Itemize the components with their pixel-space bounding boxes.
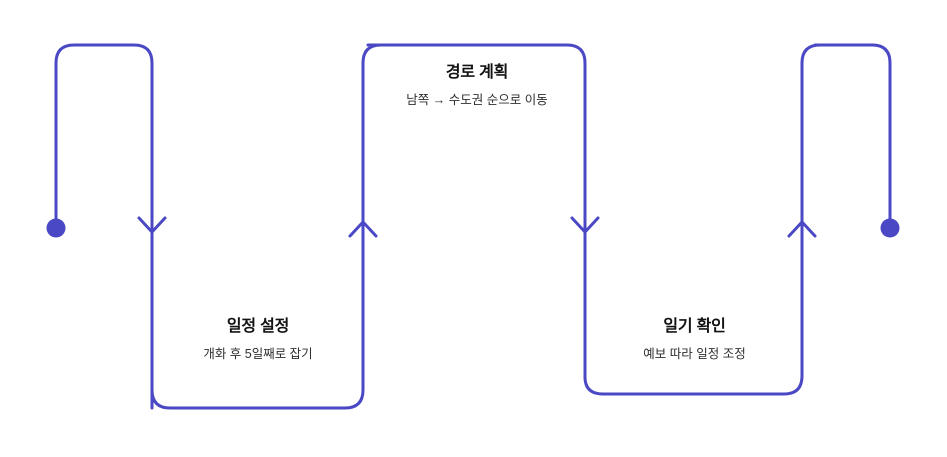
flow-segment-route-top-bar	[366, 43, 587, 379]
node-schedule-setting-title: 일정 설정	[226, 318, 290, 335]
node-schedule-setting-subtitle: 개화 후 5일째로 잡기	[203, 346, 313, 361]
flow-segment-start-to-schedule	[54, 43, 154, 410]
flow-segment-weather-bottom-turn	[583, 43, 822, 396]
end-dot-icon	[880, 218, 900, 238]
node-weather-check-title: 일기 확인	[663, 318, 726, 335]
node-schedule-setting[interactable]: 일정 설정 개화 후 5일째로 잡기	[152, 316, 364, 363]
node-route-planning-title: 경로 계획	[445, 64, 509, 81]
node-weather-check[interactable]: 일기 확인 예보 따라 일정 조정	[586, 316, 803, 363]
flow-segment-schedule-bottom-turn	[150, 43, 383, 410]
arrow-down-icon-3	[570, 216, 600, 234]
node-route-planning[interactable]: 경로 계획 남쪽 → 수도권 순으로 이동	[368, 62, 586, 109]
arrow-up-icon-4	[787, 220, 817, 238]
start-dot-icon	[46, 218, 66, 238]
arrow-up-icon-2	[348, 220, 378, 238]
flow-segment-end-arc	[813, 43, 892, 224]
node-weather-check-subtitle: 예보 따라 일정 조정	[643, 346, 746, 361]
arrow-down-icon-1	[137, 216, 167, 234]
node-route-planning-subtitle: 남쪽 → 수도권 순으로 이동	[406, 92, 548, 107]
